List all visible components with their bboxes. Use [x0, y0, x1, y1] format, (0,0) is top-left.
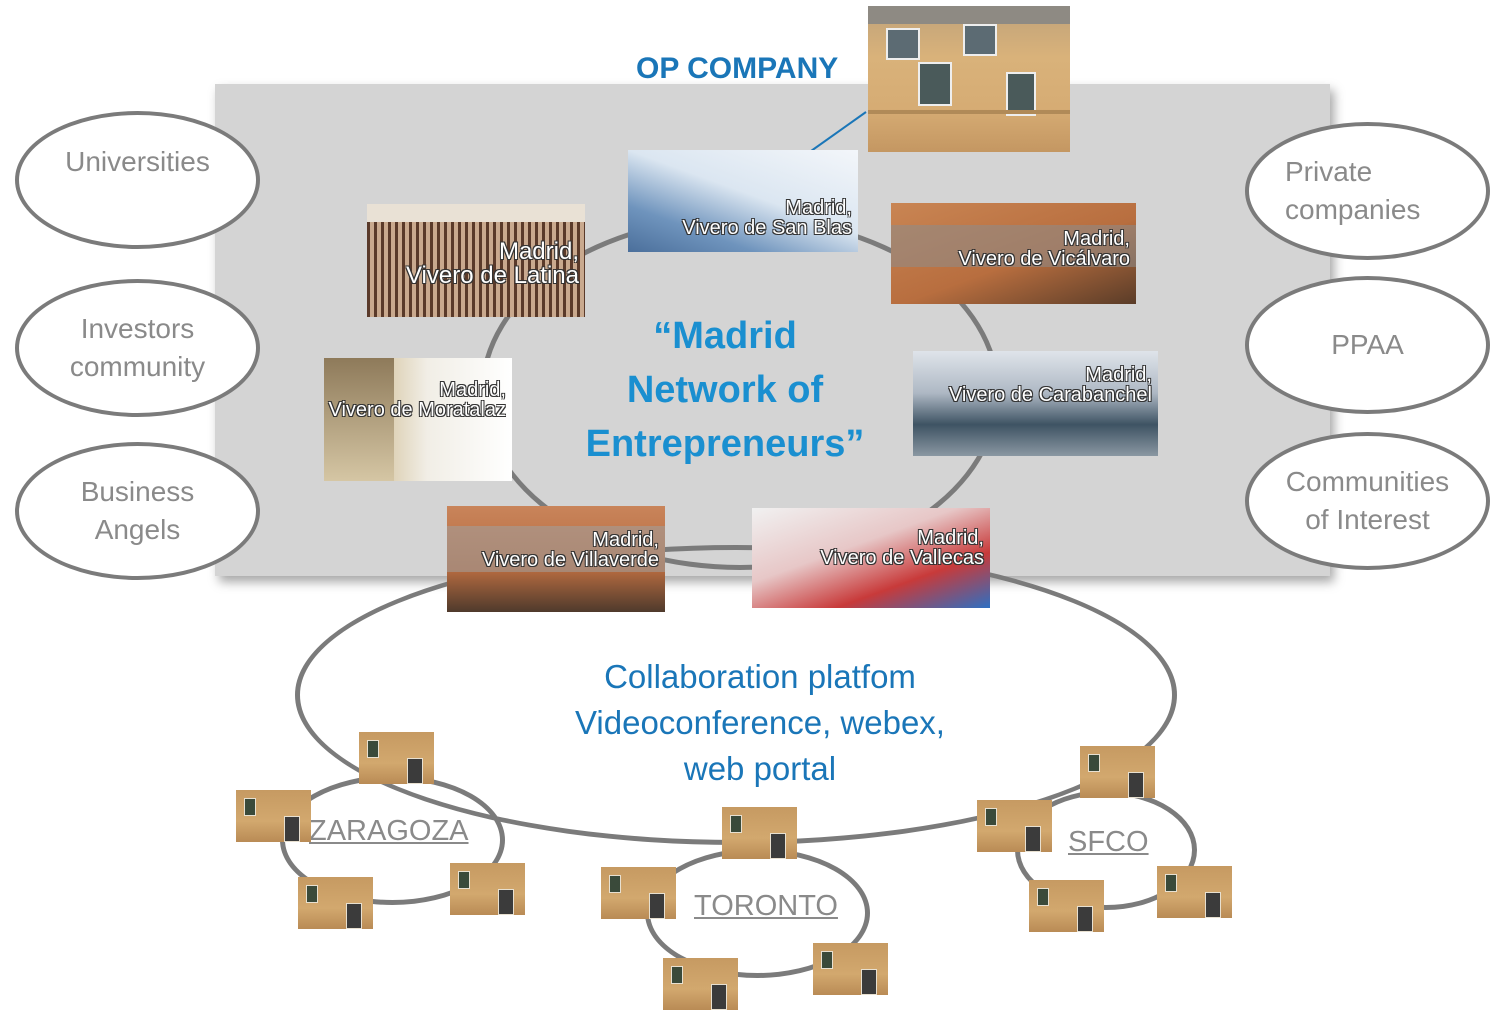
vivero-villaverde-line1: Madrid, [592, 529, 659, 551]
sfco-building-2 [977, 800, 1052, 852]
business-angels-ellipse: Business Angels [15, 442, 260, 580]
vivero-latina-line1: Madrid, [498, 238, 579, 265]
network-title-line2: Network of [626, 369, 824, 411]
sfco-building-1 [1080, 746, 1155, 798]
zaragoza-building-2 [236, 790, 311, 842]
vivero-moratalaz-line2: Vivero de Moratalaz [328, 399, 507, 421]
vivero-vicalvaro-line1: Madrid, [1063, 228, 1130, 250]
vivero-vicalvaro-line2: Vivero de Vicálvaro [958, 248, 1130, 270]
toronto-building-3 [813, 943, 888, 995]
zaragoza-building-1 [359, 732, 434, 784]
vivero-san-blas-photo: Madrid,Vivero de San Blas [628, 150, 858, 252]
vivero-moratalaz-photo: Madrid,Vivero de Moratalaz [324, 358, 512, 481]
network-title-line3: Entrepreneurs” [585, 423, 865, 465]
private-companies-line1: Private [1285, 156, 1373, 187]
zaragoza-building-4 [450, 863, 525, 915]
ppaa-label: PPAA [1331, 329, 1404, 360]
sfco-building-3 [1029, 880, 1104, 932]
vivero-san-blas-line2: Vivero de San Blas [682, 217, 852, 239]
sfco-link[interactable]: SFCO [1068, 826, 1149, 858]
vivero-carabanchel-line1: Madrid, [1085, 364, 1152, 386]
vivero-latina-line2: Vivero de Latina [405, 262, 579, 289]
vivero-villaverde-photo: Madrid,Vivero de Villaverde [447, 506, 665, 612]
vivero-san-blas-line1: Madrid, [785, 197, 852, 219]
op-company-label: OP COMPANY [636, 52, 839, 85]
zaragoza-link[interactable]: ZARAGOZA [309, 815, 469, 847]
investors-community-line1: Investors [80, 313, 195, 344]
toronto-building-4 [663, 958, 738, 1010]
collaboration-platform-text: Collaboration platfom Videoconference, w… [520, 654, 1000, 792]
communities-of-interest-ellipse: Communities of Interest [1245, 432, 1490, 570]
investors-community-ellipse: Investors community [15, 279, 260, 417]
network-title-line1: “Madrid [653, 315, 797, 357]
network-title: “Madrid Network of Entrepreneurs” [540, 309, 910, 471]
vivero-vallecas-photo: Madrid,Vivero de Vallecas [752, 508, 990, 608]
universities-label: Universities [65, 146, 210, 177]
vivero-moratalaz-line1: Madrid, [439, 379, 506, 401]
investors-community-line2: community [69, 351, 206, 382]
zaragoza-building-3 [298, 877, 373, 929]
toronto-link[interactable]: TORONTO [694, 890, 838, 922]
vivero-latina-photo: Madrid,Vivero de Latina [367, 204, 585, 317]
business-angels-line2: Angels [94, 514, 181, 545]
vivero-vicalvaro-photo: Madrid,Vivero de Vicálvaro [891, 203, 1136, 304]
private-companies-ellipse: Private companies [1245, 122, 1490, 260]
collaboration-line3: web portal [683, 750, 837, 787]
sfco-building-4 [1157, 866, 1232, 918]
op-company-photo [868, 6, 1070, 152]
communities-of-interest-line1: Communities [1285, 466, 1450, 497]
vivero-villaverde-line2: Vivero de Villaverde [481, 549, 659, 571]
vivero-vallecas-line1: Madrid, [917, 527, 984, 549]
toronto-building-2 [601, 867, 676, 919]
communities-of-interest-line2: of Interest [1305, 504, 1430, 535]
vivero-carabanchel-line2: Vivero de Carabanchel [948, 384, 1152, 406]
private-companies-line2: companies [1285, 194, 1421, 225]
op-company-connector [803, 111, 867, 157]
vivero-vallecas-line2: Vivero de Vallecas [820, 547, 984, 569]
business-angels-line1: Business [80, 476, 195, 507]
universities-ellipse: Universities [15, 111, 260, 249]
toronto-building-1 [722, 807, 797, 859]
vivero-carabanchel-photo: Madrid,Vivero de Carabanchel [913, 351, 1158, 456]
ppaa-ellipse: PPAA [1245, 276, 1490, 414]
collaboration-line1: Collaboration platfom [604, 658, 916, 695]
collaboration-line2: Videoconference, webex, [575, 704, 945, 741]
